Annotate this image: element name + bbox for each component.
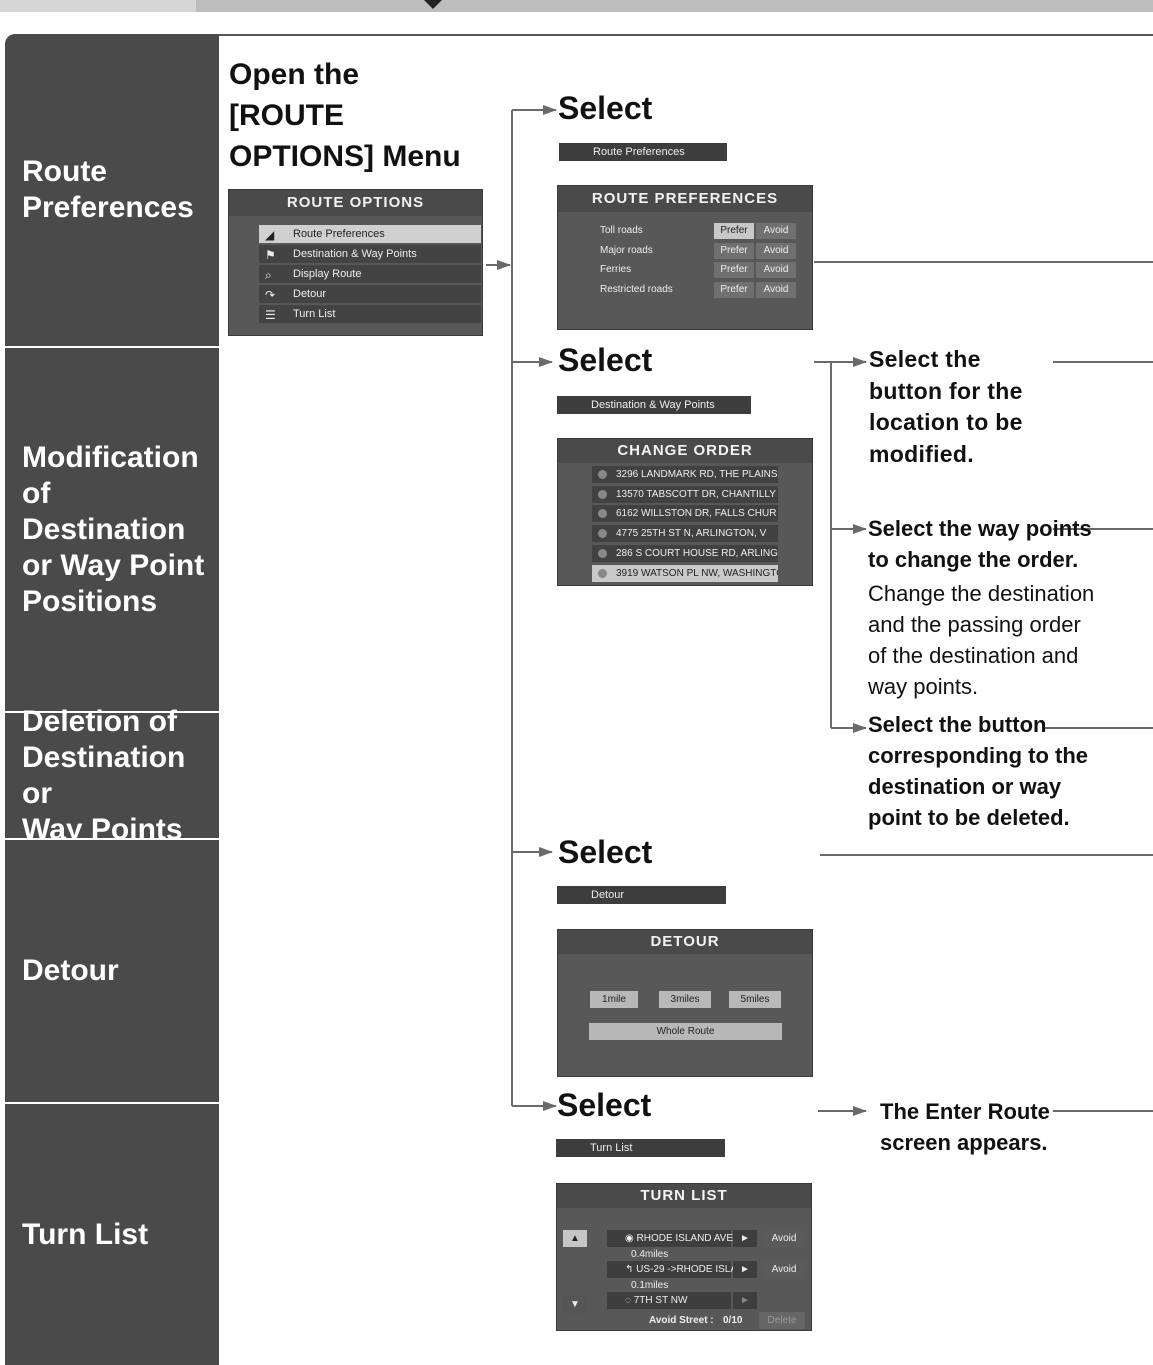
route-preferences-title: ROUTE PREFERENCES	[558, 186, 812, 212]
change-order-screen: CHANGE ORDER 3296 LANDMARK RD, THE PLAIN…	[557, 438, 813, 586]
delete-button[interactable]: Delete	[759, 1312, 805, 1329]
open-menu-heading: Open the [ROUTE OPTIONS] Menu	[229, 58, 461, 173]
select-label-route-preferences: Select	[558, 90, 653, 126]
avoid-street-count: 0/10	[723, 1315, 743, 1326]
detour-screen: DETOUR 1mile 3miles 5miles Whole Route	[557, 929, 813, 1077]
section-turn-list: Turn List	[5, 1104, 219, 1365]
avoid-street-label: Avoid Street :	[649, 1315, 714, 1326]
magnifier-icon: ⌕	[265, 268, 272, 282]
avoid-button[interactable]: Avoid	[756, 262, 796, 278]
detour-title: DETOUR	[558, 930, 812, 954]
header-rule	[219, 34, 1153, 36]
turn-list-button[interactable]: Turn List	[556, 1139, 725, 1157]
note-select-location: Select the button for the location to be…	[869, 346, 1023, 467]
down-arrow-icon	[424, 0, 442, 9]
note-enter-route: The Enter Route screen appears.	[880, 1099, 1050, 1155]
turn-icon: ◌	[625, 1295, 634, 1306]
section-modification: Modification of Destination or Way Point…	[5, 348, 219, 711]
turn-list-title: TURN LIST	[557, 1184, 811, 1208]
turn-row[interactable]: ◌ 7TH ST NW	[607, 1292, 731, 1309]
menu-item-destination-way-points[interactable]: ⚑Destination & Way Points	[259, 245, 481, 263]
detour-3miles-button[interactable]: 3miles	[659, 991, 711, 1008]
menu-item-detour[interactable]: ↷Detour	[259, 285, 481, 303]
avoid-button[interactable]: Avoid	[756, 223, 796, 239]
section-deletion: Deletion of Destination or Way Points	[5, 705, 219, 846]
select-label-detour: Select	[558, 834, 653, 870]
waypoints-icon: ⚑	[265, 248, 276, 262]
detour-button[interactable]: Detour	[557, 886, 726, 904]
select-label-turn-list: Select	[557, 1087, 652, 1123]
prefer-button[interactable]: Prefer	[714, 243, 754, 259]
section-detour: Detour	[5, 840, 219, 1102]
turn-row[interactable]: ↰ US-29 ->RHODE ISLAN	[607, 1261, 744, 1278]
detour-1mile-button[interactable]: 1mile	[590, 991, 638, 1008]
play-icon[interactable]: ►	[733, 1230, 757, 1247]
route-preferences-button[interactable]: Route Preferences	[559, 143, 727, 161]
select-label-destination: Select	[558, 342, 653, 378]
menu-item-turn-list[interactable]: ☰Turn List	[259, 305, 481, 323]
waypoint-row[interactable]: 6162 WILLSTON DR, FALLS CHUR	[592, 505, 778, 522]
route-options-screen: ROUTE OPTIONS ◢Route Preferences ⚑Destin…	[228, 189, 483, 336]
section-route-preferences: Route Preferences	[5, 34, 219, 346]
prefer-button[interactable]: Prefer	[714, 282, 754, 298]
detour-5miles-button[interactable]: 5miles	[729, 991, 781, 1008]
avoid-button[interactable]: Avoid	[756, 282, 796, 298]
turn-left-icon: ↰	[625, 1264, 637, 1275]
waypoint-row[interactable]: 4775 25TH ST N, ARLINGTON, V	[592, 525, 778, 542]
note-select-waypoints: Select the way points to change the orde…	[868, 516, 1092, 572]
note-select-delete: Select the button corresponding to the d…	[868, 712, 1088, 830]
destination-row[interactable]: 3919 WATSON PL NW, WASHINGTO	[592, 565, 778, 582]
menu-item-route-preferences[interactable]: ◢Route Preferences	[259, 225, 481, 243]
route-icon: ◢	[265, 228, 275, 242]
destination-way-points-button[interactable]: Destination & Way Points	[557, 396, 751, 414]
waypoint-row[interactable]: 13570 TABSCOTT DR, CHANTILLY	[592, 486, 778, 503]
prefer-button[interactable]: Prefer	[714, 262, 754, 278]
waypoint-row[interactable]: 3296 LANDMARK RD, THE PLAINS	[592, 466, 778, 483]
scroll-down-button[interactable]: ▼	[563, 1296, 587, 1313]
scroll-up-button[interactable]: ▲	[563, 1230, 587, 1247]
avoid-button[interactable]: Avoid	[763, 1261, 805, 1278]
change-order-title: CHANGE ORDER	[558, 439, 812, 463]
top-bar-tab	[0, 0, 196, 12]
route-options-title: ROUTE OPTIONS	[229, 190, 482, 216]
list-icon: ☰	[265, 308, 276, 322]
detour-whole-route-button[interactable]: Whole Route	[589, 1023, 782, 1040]
turn-distance: 0.4miles	[631, 1249, 669, 1260]
top-bar	[0, 0, 1153, 12]
turn-row[interactable]: ◉ RHODE ISLAND AVE NW	[607, 1230, 752, 1247]
play-icon[interactable]: ►	[733, 1292, 757, 1309]
avoid-button[interactable]: Avoid	[763, 1230, 805, 1247]
play-icon[interactable]: ►	[733, 1261, 757, 1278]
turn-list-screen: TURN LIST ▲ ▼ ◉ RHODE ISLAND AVE NW ► Av…	[556, 1183, 812, 1331]
avoid-button[interactable]: Avoid	[756, 243, 796, 259]
turn-icon: ◉	[625, 1233, 637, 1244]
turn-distance: 0.1miles	[631, 1280, 669, 1291]
menu-item-display-route[interactable]: ⌕Display Route	[259, 265, 481, 283]
note-change-destination: Change the destination and the passing o…	[868, 581, 1095, 699]
detour-icon: ↷	[265, 288, 276, 302]
prefer-button[interactable]: Prefer	[714, 223, 754, 239]
waypoint-row[interactable]: 286 S COURT HOUSE RD, ARLING	[592, 545, 778, 562]
